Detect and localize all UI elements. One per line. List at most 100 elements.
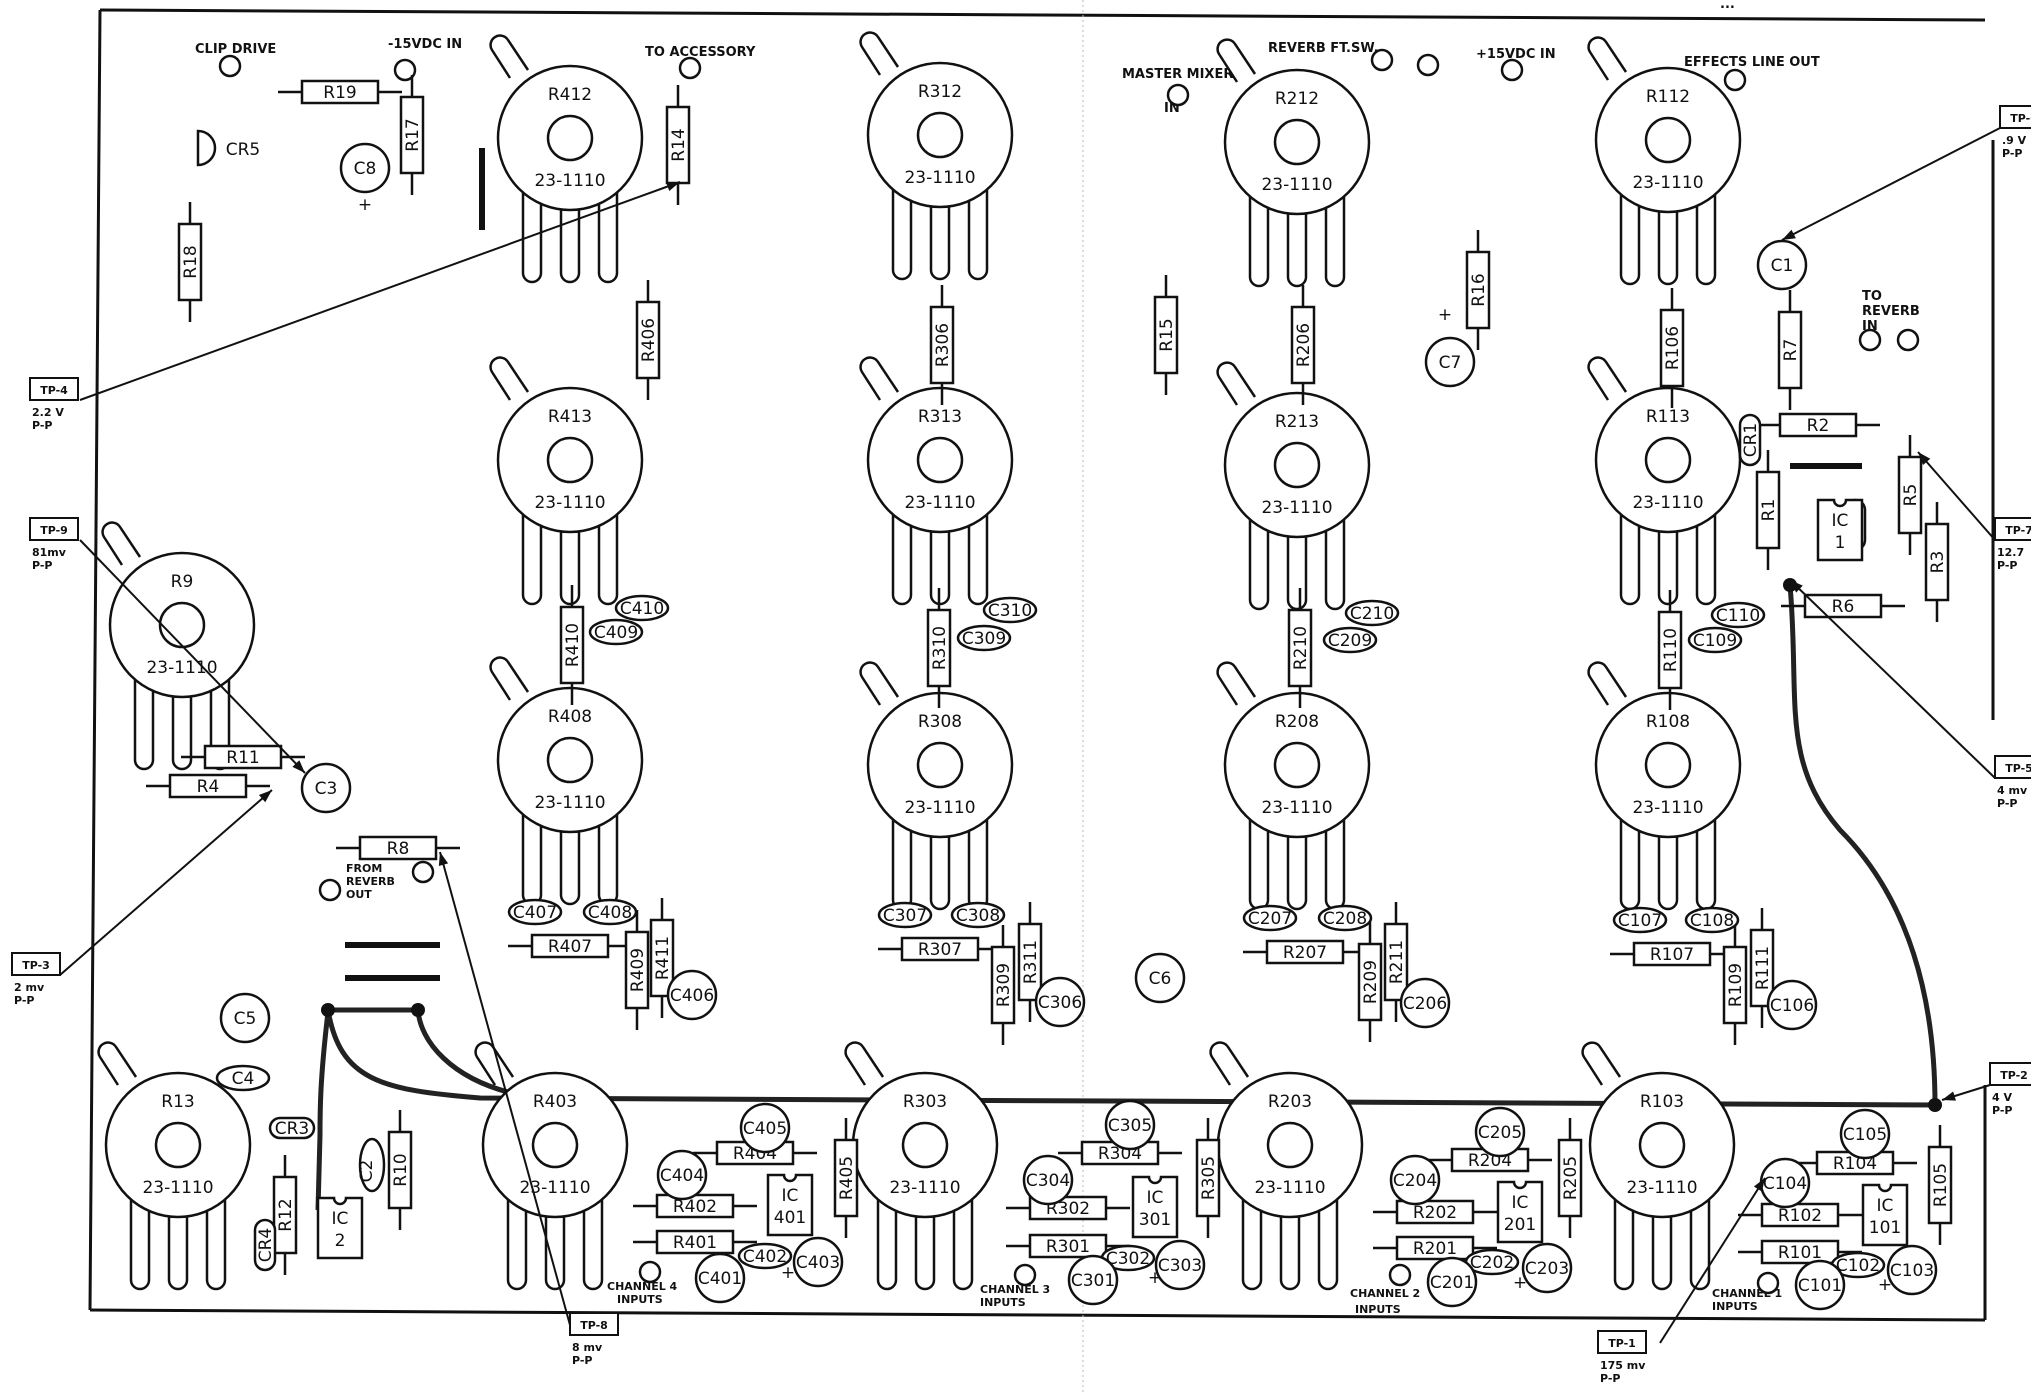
resistor-ref-label: R210: [1291, 626, 1311, 670]
test-point-voltage: 4 V: [1992, 1091, 2012, 1104]
capacitor-c7: C7: [1424, 336, 1476, 388]
pot-ref-label: R303: [903, 1092, 947, 1112]
capacitor-ref-label: C105: [1843, 1125, 1887, 1145]
resistor-ref-label: R4: [197, 777, 220, 797]
resistor-r106: R106: [1659, 288, 1685, 408]
capacitor-ref-label: C205: [1478, 1123, 1522, 1143]
pad: [638, 1260, 662, 1284]
resistor-ref-label: R410: [563, 623, 583, 667]
plus15-label: +15VDC IN: [1476, 47, 1556, 62]
resistor-ref-label: R12: [276, 1198, 296, 1231]
resistor-r207: R207: [1243, 939, 1367, 965]
pot-part-number: 23-1110: [1254, 1178, 1325, 1198]
capacitor-ref-label: C6: [1149, 969, 1172, 989]
resistor-ref-label: R407: [548, 937, 592, 957]
resistor-r109: R109: [1722, 925, 1748, 1045]
capacitor-ref-label: C207: [1248, 909, 1292, 929]
resistor-ref-label: R1: [1759, 499, 1779, 522]
pot-ref-label: R213: [1275, 412, 1319, 432]
capacitor-c309: C309: [956, 624, 1012, 652]
capacitor-c401: C401: [694, 1252, 746, 1304]
solder-joint: [411, 1003, 425, 1017]
diode-cr5: CR5: [196, 129, 260, 167]
pot-part-number: 23-1110: [1632, 798, 1703, 818]
resistor-ref-label: R107: [1650, 945, 1694, 965]
capacitor-c303: C303: [1154, 1239, 1206, 1291]
pad: [1500, 58, 1524, 82]
pad: [1370, 48, 1394, 72]
pot-part-number: 23-1110: [534, 171, 605, 191]
resistor-ref-label: R6: [1832, 597, 1855, 617]
capacitor-ref-label: C5: [234, 1009, 257, 1029]
resistor-r11: R11: [181, 744, 305, 770]
diode-cr4: CR4: [253, 1218, 277, 1272]
pad: [318, 878, 342, 902]
resistor-r10: R10: [387, 1110, 413, 1230]
resistor-r18: R18: [177, 202, 203, 322]
polarity-plus: +: [781, 1263, 795, 1283]
ic-number: 401: [774, 1208, 806, 1228]
pot-part-number: 23-1110: [889, 1178, 960, 1198]
resistor-r307: R307: [878, 936, 1002, 962]
capacitor-c107: C107: [1612, 906, 1668, 934]
resistor-r310: R310: [926, 588, 952, 708]
pot-ref-label: R408: [548, 707, 592, 727]
resistor-r411: R411: [649, 898, 675, 1018]
to-reverb-label-2: REVERB: [1862, 304, 1920, 319]
polarity-plus: +: [1148, 1268, 1162, 1288]
resistor-r12: R12: [272, 1155, 298, 1275]
pot-part-number: 23-1110: [1261, 498, 1332, 518]
capacitor-c101: C101: [1794, 1259, 1846, 1311]
capacitor-ref-label: C206: [1403, 994, 1447, 1014]
ic-label: IC: [1512, 1193, 1529, 1213]
resistor-r15: R15: [1153, 275, 1179, 395]
resistor-ref-label: R18: [181, 245, 201, 278]
pot-part-number: 23-1110: [1632, 173, 1703, 193]
capacitor-c409: C409: [588, 618, 644, 646]
ic-1: IC1: [1816, 498, 1864, 562]
capacitor-c404: C404: [656, 1149, 708, 1201]
test-point-id: TP-9: [40, 524, 68, 537]
capacitor-c405: C405: [739, 1102, 791, 1154]
capacitor-c305: C305: [1104, 1099, 1156, 1151]
test-point-pp: P-P: [1992, 1104, 2013, 1117]
pot-part-number: 23-1110: [1632, 493, 1703, 513]
test-point-id: TP-1: [1608, 1337, 1636, 1350]
resistor-ref-label: R202: [1413, 1203, 1457, 1223]
ic-label: IC: [1832, 511, 1849, 531]
resistor-r209: R209: [1357, 922, 1383, 1042]
resistor-ref-label: R311: [1021, 940, 1041, 984]
test-point-id: TP-5: [2005, 762, 2031, 775]
test-point-voltage: 175 mv: [1600, 1359, 1646, 1372]
polarity-plus: +: [1513, 1273, 1527, 1293]
test-point-id: TP-8: [580, 1319, 608, 1332]
capacitor-c4: C4: [215, 1064, 271, 1092]
resistor-r401: R401: [633, 1229, 757, 1255]
pot-part-number: 23-1110: [904, 798, 975, 818]
capacitor-c103: C103: [1886, 1244, 1938, 1296]
diode-cr1: CR1: [1738, 413, 1762, 467]
capacitor-ref-label: C409: [594, 623, 638, 643]
resistor-r6: R6: [1781, 593, 1905, 619]
capacitor-c206: C206: [1399, 977, 1451, 1029]
pot-ref-label: R113: [1646, 407, 1690, 427]
resistor-ref-label: R206: [1294, 323, 1314, 367]
resistor-r101: R101: [1738, 1239, 1862, 1265]
capacitor-c110: C110: [1710, 601, 1766, 629]
polarity-plus: +: [1438, 305, 1452, 325]
effects-line-out-label: EFFECTS LINE OUT: [1684, 55, 1820, 70]
capacitor-c306: C306: [1034, 976, 1086, 1028]
resistor-ref-label: R17: [403, 118, 423, 151]
resistor-r201: R201: [1373, 1235, 1497, 1261]
test-point-pp: P-P: [32, 419, 53, 432]
diode-cr3: CR3: [268, 1116, 316, 1140]
resistor-ref-label: R15: [1157, 318, 1177, 351]
